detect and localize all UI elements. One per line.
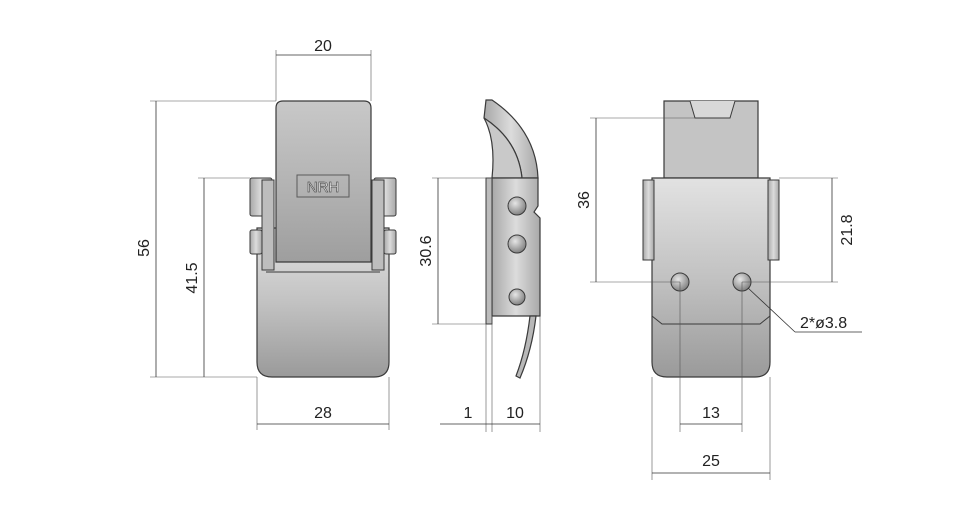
dim-front-height-total: 56	[136, 239, 153, 257]
dim-side-plate-thickness: 1	[464, 405, 473, 422]
back-hinge-left	[642, 179, 655, 261]
dim-back-height: 36	[576, 191, 593, 209]
back-top-notch	[689, 100, 736, 119]
dim-side-height: 30.6	[418, 235, 435, 266]
back-hole-leader	[747, 287, 796, 333]
dim-front-bottom-width: 28	[314, 405, 332, 422]
front-lid	[275, 100, 372, 263]
side-back-plate	[485, 177, 493, 325]
dim-back-height-right: 21.8	[839, 214, 856, 245]
front-rail-left	[261, 179, 275, 271]
back-view	[642, 100, 780, 378]
dim-front-height-inner: 41.5	[184, 262, 201, 293]
side-rivet-bottom	[508, 288, 526, 306]
front-hinge-left-lower	[249, 229, 263, 255]
back-hinge-right	[767, 179, 780, 261]
front-rail-right	[371, 179, 385, 271]
dim-front-top-width: 20	[314, 38, 332, 55]
dim-side-width: 10	[506, 405, 524, 422]
back-dimensions: 36 21.8 2*ø3.8 13 25	[576, 117, 862, 480]
side-view	[483, 99, 541, 379]
side-dimensions: 30.6 1 10	[418, 177, 541, 432]
front-hinge-right-lower	[383, 229, 397, 255]
front-logo-box	[296, 174, 350, 198]
dim-back-hole-spec: 2*ø3.8	[800, 315, 847, 332]
side-rivet-top	[507, 196, 527, 216]
front-base-plate	[256, 227, 390, 378]
side-rivet-mid	[507, 234, 527, 254]
back-lower-fold	[651, 315, 771, 325]
front-dimensions: 20 56 41.5 28	[136, 38, 390, 430]
front-view: NRH	[249, 100, 397, 378]
side-tail	[515, 315, 537, 379]
dim-back-hole-spacing: 13	[702, 405, 720, 422]
front-logo-text: NRH	[307, 179, 340, 196]
dim-back-width: 25	[702, 453, 720, 470]
back-main-plate	[651, 177, 771, 378]
